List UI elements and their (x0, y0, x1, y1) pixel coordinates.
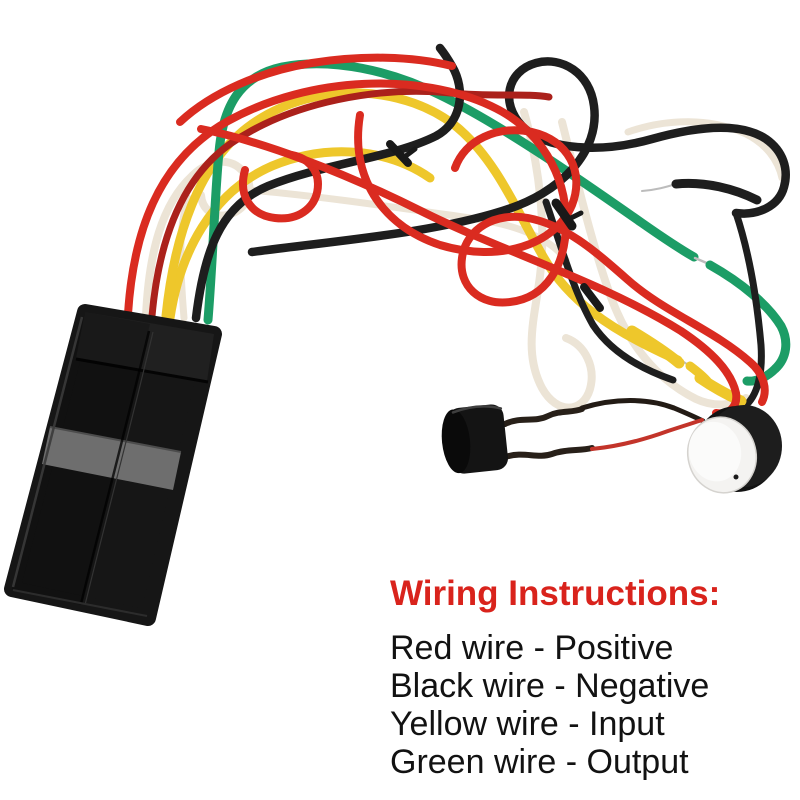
cable-ties (386, 140, 604, 312)
mic-highlight (451, 405, 503, 414)
black-wire (732, 209, 765, 410)
white-wire (520, 108, 596, 412)
speaker-face-sheen (688, 421, 742, 482)
red-wire (197, 125, 741, 418)
speaker-lead-black (579, 398, 706, 424)
yellow-shrink-tube (626, 325, 685, 369)
cable-tie (386, 140, 412, 167)
module-lid-seam (75, 357, 209, 384)
module-center-seam (79, 330, 151, 605)
legend-black-wire: Black wire - Negative (390, 667, 710, 705)
caption-title: Wiring Instructions: (390, 574, 721, 613)
speaker-hole (733, 474, 739, 480)
microphone (441, 404, 509, 474)
mic-lead-black (502, 445, 595, 460)
legend-yellow-wire: Yellow wire - Input (390, 705, 665, 743)
mic-front-face (441, 409, 471, 474)
module-center-highlight (84, 331, 154, 606)
cable-tie (400, 146, 418, 161)
red-wire (176, 53, 456, 126)
black-wire (542, 198, 677, 384)
module-stripe-edge (49, 426, 182, 453)
red-wire (124, 79, 769, 406)
stripped-wire-strand (641, 183, 677, 192)
white-wire (142, 157, 254, 320)
black-wire (671, 178, 762, 205)
control-module (4, 304, 222, 626)
dark-red-wire (148, 87, 553, 320)
wire-harness (124, 43, 791, 418)
green-wire (203, 59, 699, 325)
legend-red-wire: Red wire - Positive (390, 629, 674, 667)
module-bottom-edge (12, 589, 148, 617)
mic-lead-black (502, 406, 585, 427)
cable-tie (580, 283, 604, 312)
wiring-instructions-caption: Wiring Instructions: Red wire - Positive… (390, 574, 790, 781)
caption-lines: Red wire - Positive Black wire - Negativ… (390, 629, 790, 781)
cable-tie (564, 210, 584, 223)
black-wire (247, 57, 790, 257)
module-stripe (42, 427, 181, 490)
legend-green-wire: Green wire - Output (390, 743, 689, 781)
module-left-edge-highlight (11, 316, 84, 588)
speaker-buzzer (687, 405, 782, 494)
microphone-leads (502, 398, 706, 460)
cable-tie (551, 198, 577, 231)
speaker-lead-red (590, 418, 704, 451)
